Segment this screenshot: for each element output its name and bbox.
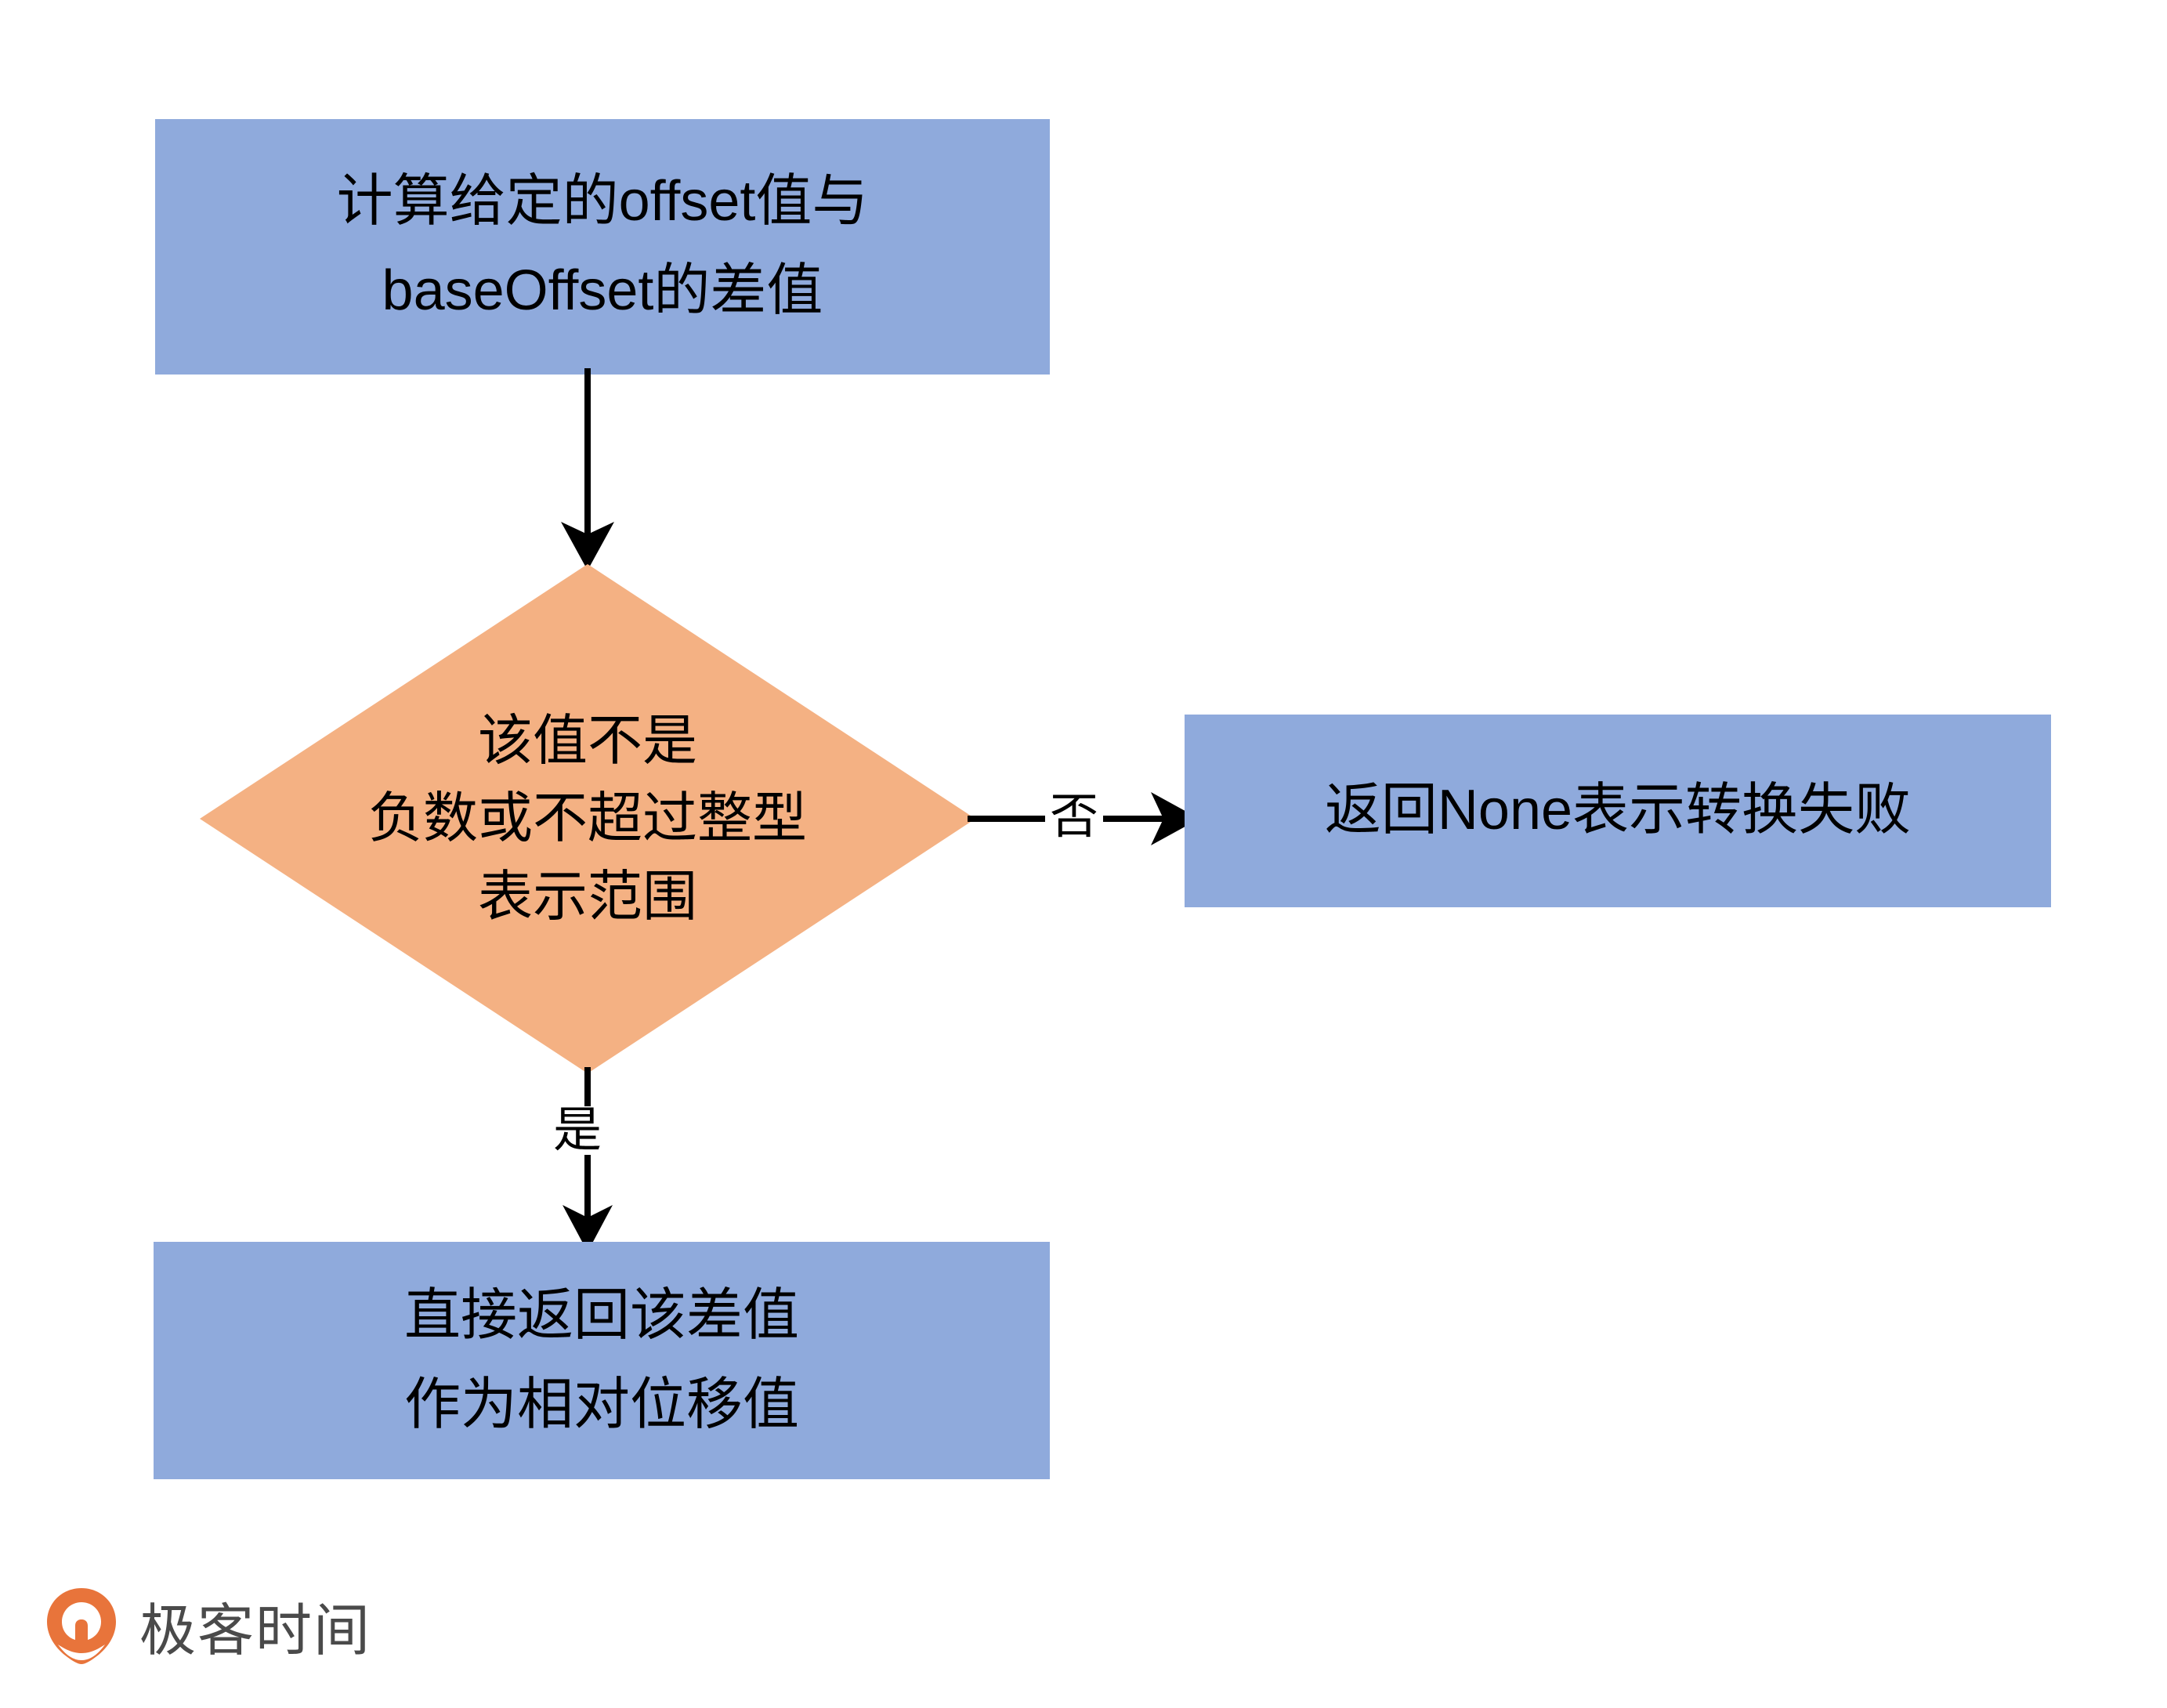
edge-label-no: 否 xyxy=(1045,793,1104,841)
flow-node-calc-diff-line-2: baseOffset的差值 xyxy=(382,259,823,322)
flow-node-return-none-line-1: 返回None表示转换失败 xyxy=(1324,779,1912,842)
decision-diamond-label: 该值不是 负数或不超过整型 表示范围 xyxy=(200,564,975,1073)
flow-node-decision-line-2: 负数或不超过整型 xyxy=(368,787,807,849)
flow-node-return-diff-line-2: 作为相对位移值 xyxy=(403,1373,799,1436)
flow-node-decision-line-1: 该值不是 xyxy=(478,709,697,771)
flow-node-return-diff-line-1: 直接返回该差值 xyxy=(403,1283,799,1347)
flow-node-decision-line-3: 表示范围 xyxy=(478,865,697,927)
flow-node-decision: 该值不是 负数或不超过整型 表示范围 xyxy=(200,564,975,1073)
geektime-logo-icon xyxy=(47,1587,116,1664)
brand-wordmark: 极客时间 xyxy=(139,1600,372,1663)
flow-node-calc-diff-line-1: 计算给定的offset值与 xyxy=(336,170,869,233)
connector-calc-to-decision xyxy=(561,368,614,570)
brand-logo: 极客时间 xyxy=(41,1584,371,1666)
flow-node-return-none: 返回None表示转换失败 xyxy=(1185,715,2051,907)
connector-decision-to-return-diff xyxy=(563,1067,613,1252)
flow-node-calc-diff: 计算给定的offset值与 baseOffset的差值 xyxy=(155,119,1050,375)
flow-node-return-diff: 直接返回该差值 作为相对位移值 xyxy=(154,1242,1050,1479)
edge-label-yes: 是 xyxy=(548,1106,607,1155)
